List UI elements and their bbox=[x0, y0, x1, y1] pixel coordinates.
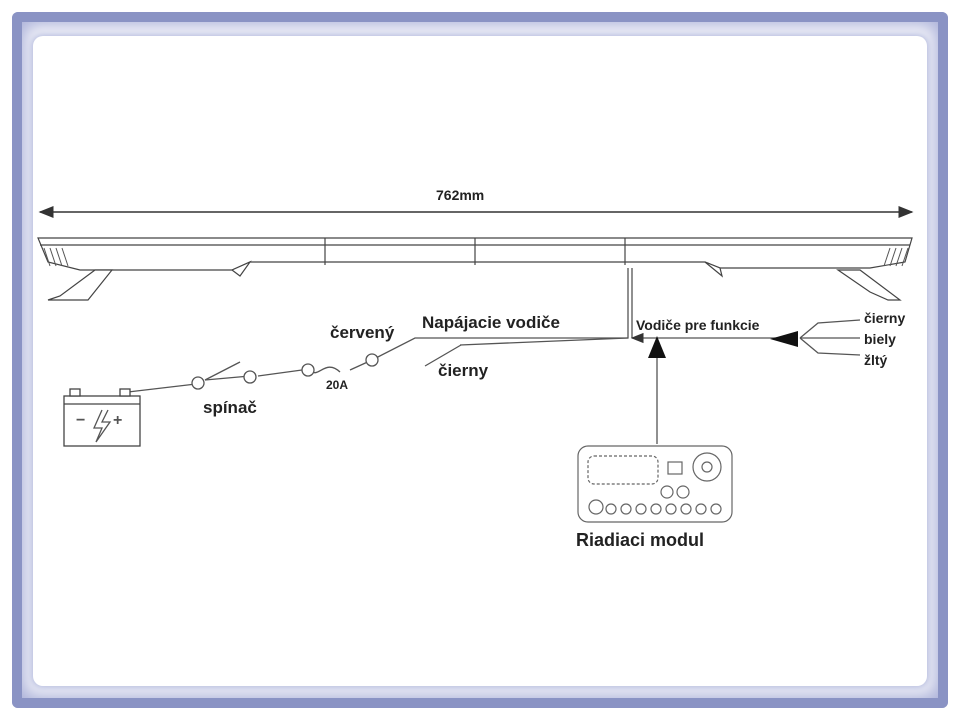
battery-minus-symbol: − bbox=[76, 412, 86, 429]
battery-icon bbox=[63, 388, 141, 447]
function-arrowhead bbox=[770, 331, 798, 347]
power-wires-title: Napájacie vodiče bbox=[422, 313, 560, 332]
red-wire-label: červený bbox=[330, 323, 395, 342]
function-wire-black: čierny bbox=[864, 310, 906, 326]
switch-label: spínač bbox=[203, 398, 257, 417]
function-wire-white: biely bbox=[864, 331, 896, 347]
battery-plus-symbol: + bbox=[113, 412, 123, 429]
control-module-label: Riadiaci modul bbox=[576, 530, 705, 550]
function-wire-yellow: žltý bbox=[864, 352, 888, 368]
control-module-icon bbox=[577, 445, 733, 523]
function-wires-title: Vodiče pre funkcie bbox=[636, 317, 760, 333]
control-module-arrowhead bbox=[648, 336, 666, 358]
diagram-panel bbox=[33, 36, 927, 686]
fuse-label: 20A bbox=[326, 378, 349, 392]
lightbar bbox=[37, 237, 913, 301]
connector-circles bbox=[191, 353, 379, 390]
dimension-label: 762mm bbox=[436, 187, 485, 203]
power-wiring bbox=[127, 268, 629, 393]
function-wiring bbox=[630, 268, 861, 356]
black-wire-label: čierny bbox=[438, 361, 489, 380]
